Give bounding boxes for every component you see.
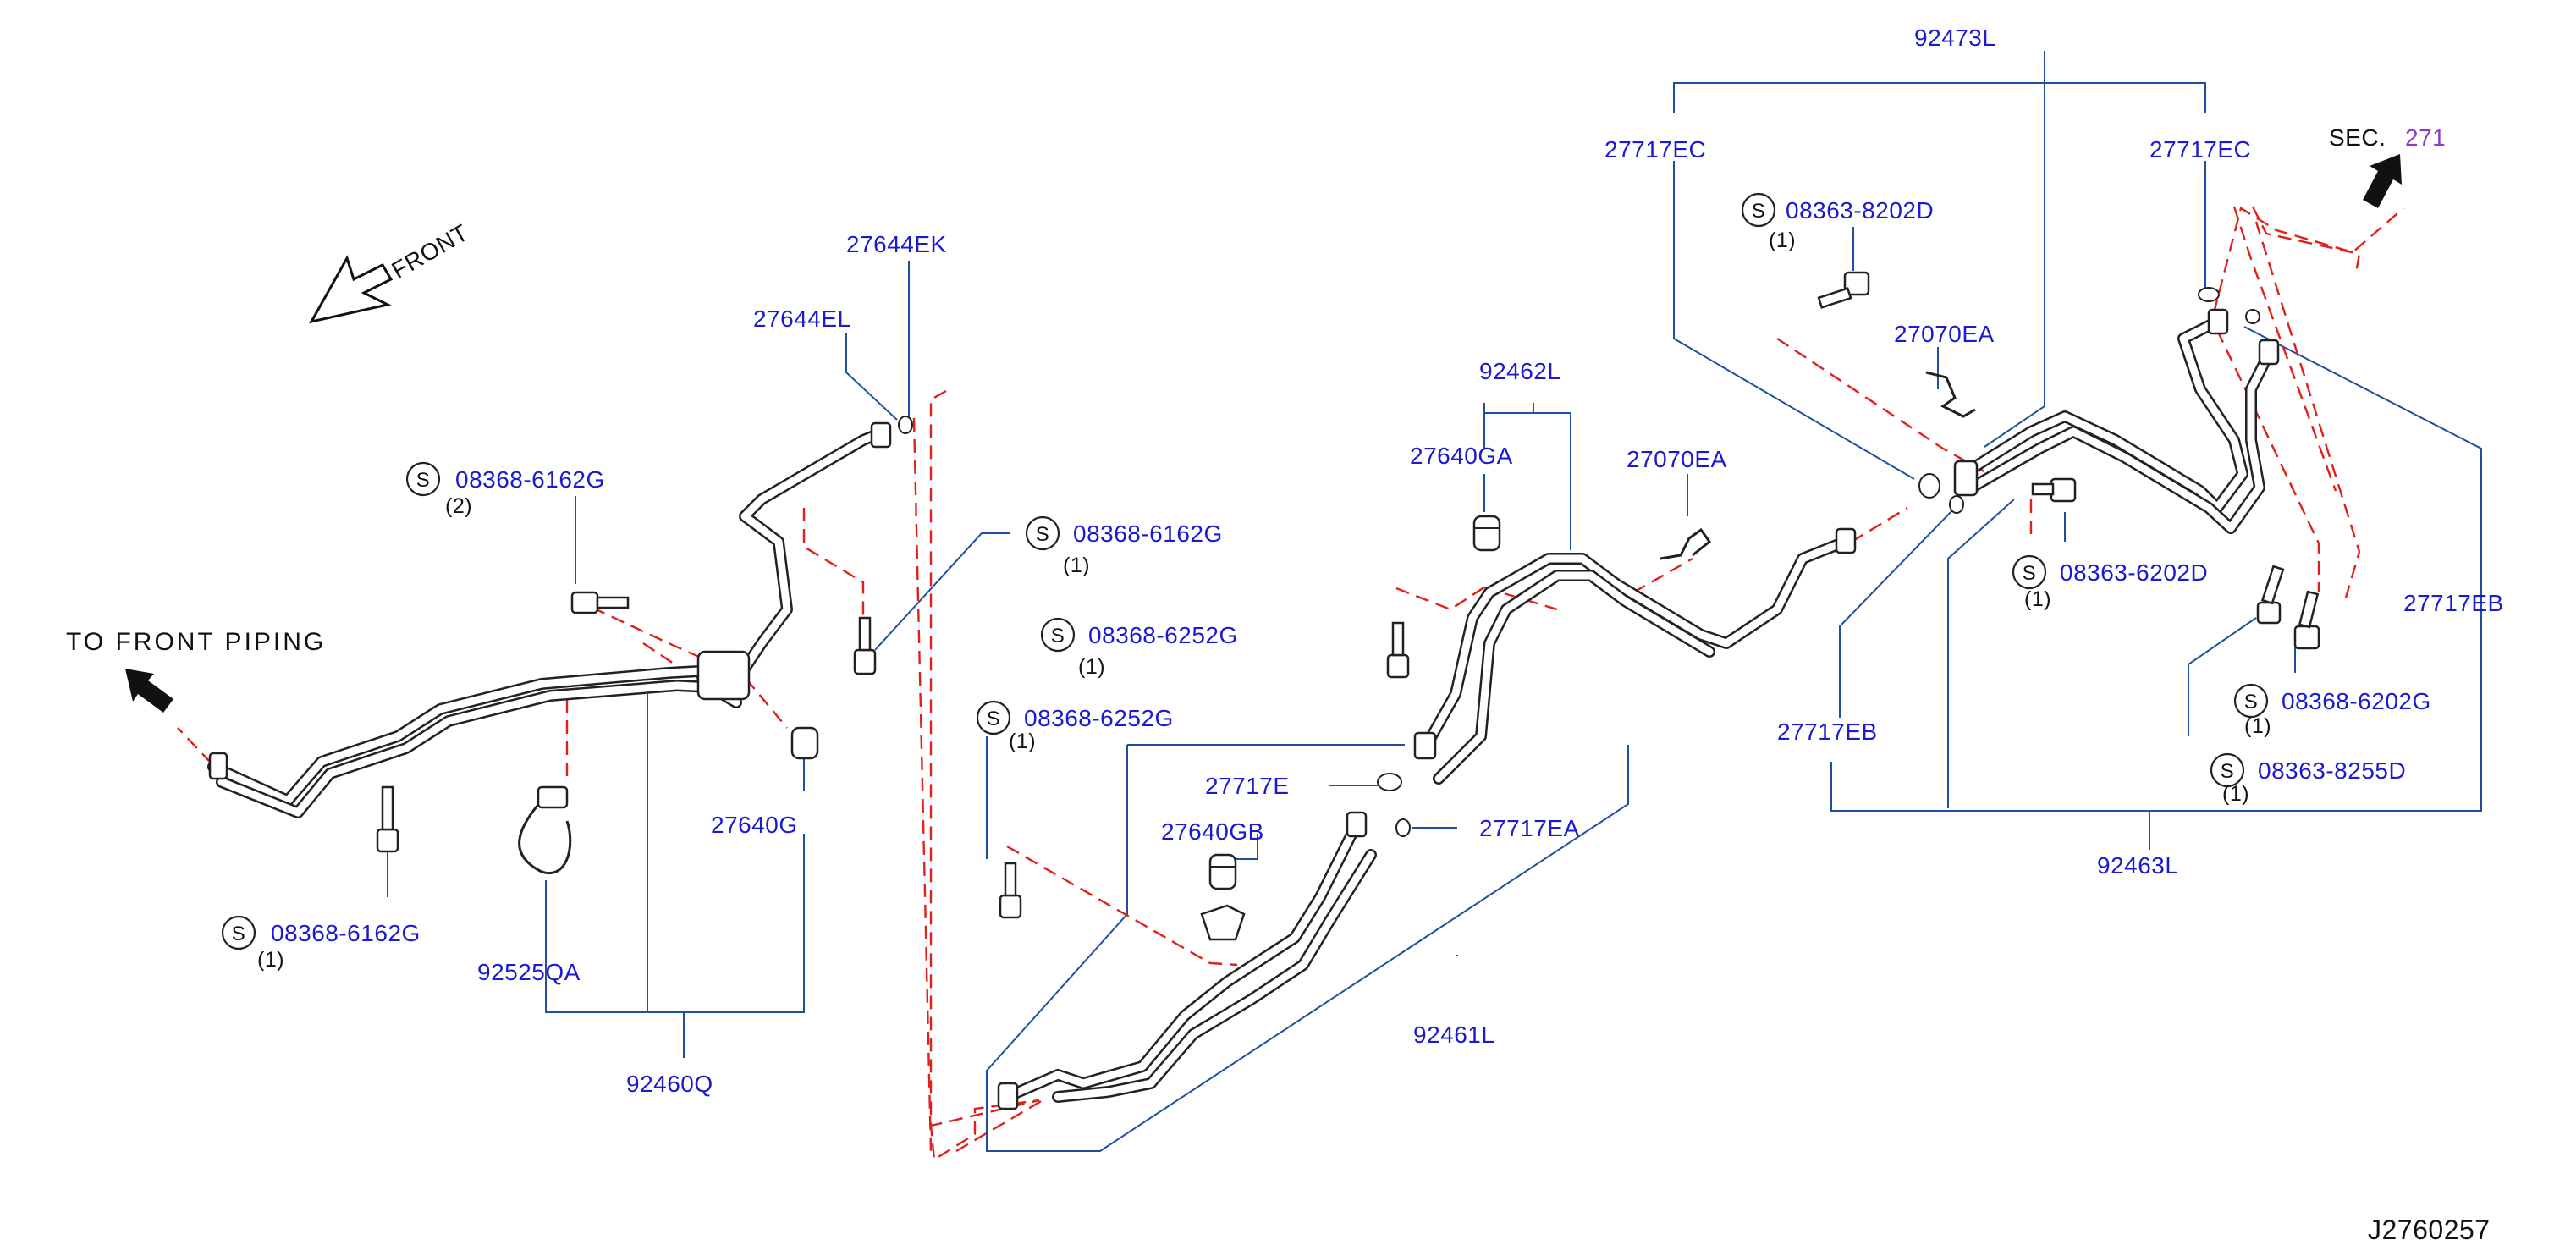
s-symbol: S (232, 923, 246, 945)
part-label[interactable]: 27717EC (1604, 136, 1706, 163)
fastener-label[interactable]: 08368-6252G (1024, 705, 1174, 731)
fastener-label[interactable]: 08363-6202D (2060, 559, 2208, 586)
s-symbol: S (987, 708, 1001, 730)
to-front-piping-label: TO FRONT PIPING (66, 628, 326, 656)
bolt-icon (1386, 621, 1410, 679)
pipe-assembly-92460q (207, 421, 892, 818)
fastener-label[interactable]: 08363-8255D (2258, 757, 2406, 784)
s-symbol: S (1051, 625, 1065, 647)
s-symbol: S (2244, 691, 2259, 713)
grommet-icon (1472, 515, 1501, 552)
bolt-icon (2256, 565, 2285, 625)
part-label[interactable]: 27640GB (1161, 818, 1264, 845)
sec-arrow-icon (2363, 154, 2402, 208)
grommet-icon (790, 726, 819, 760)
fastener-qty: (1) (1078, 655, 1105, 679)
s-symbol: S (1752, 200, 1766, 223)
fastener-qty: (1) (257, 948, 284, 972)
part-label[interactable]: 92461L (1413, 1022, 1494, 1048)
pipe-assembly-92463l (1953, 308, 2280, 534)
part-label[interactable]: 27717EB (1777, 719, 1878, 745)
fastener-label[interactable]: 08368-6162G (455, 466, 605, 493)
s-symbol: S (416, 469, 431, 492)
part-labels: 92473L 27717EC 27717EC 27644EK 27644EL 2… (477, 25, 2504, 1097)
o-ring-icon (1918, 473, 1940, 499)
part-label[interactable]: 27717E (1205, 773, 1290, 799)
bolt-icon (853, 616, 877, 675)
part-label[interactable]: 92525QA (477, 959, 581, 985)
pipe-assembly-92462l (1413, 527, 1857, 785)
sec-number: 271 (2405, 124, 2446, 151)
fastener-quantities: (1) (2) (1) (1) (1) (1) (1) (1) (1) (257, 229, 2271, 972)
front-label: FRONT (388, 219, 473, 284)
o-ring-icon (898, 416, 913, 434)
fastener-qty: (1) (1063, 554, 1090, 577)
pipe-clamp (696, 650, 751, 701)
s-symbol: S (1036, 523, 1050, 546)
bolt-icon (376, 785, 399, 853)
fastener-label[interactable]: 08368-6162G (271, 920, 421, 946)
band-clamp-icon (518, 785, 572, 875)
s-symbol: S (2023, 562, 2037, 585)
s-symbol: S (2221, 760, 2235, 783)
bolt-icon (570, 591, 630, 614)
bolt-icon (2293, 590, 2320, 650)
fastener-symbol-letters: S S S S S S S S S (232, 200, 2259, 945)
fastener-qty: (2) (445, 494, 472, 518)
part-label[interactable]: 27640G (711, 812, 798, 838)
sec-prefix: SEC. (2329, 124, 2386, 151)
fastener-label[interactable]: 08368-6252G (1088, 622, 1238, 648)
bolt-icon (1817, 271, 1870, 309)
part-label[interactable]: 27717EA (1479, 815, 1580, 841)
fastener-qty: (1) (1009, 730, 1036, 753)
assembly-dash-lines (177, 206, 2404, 1162)
part-label[interactable]: 27644EK (846, 231, 947, 257)
o-ring-icon (1949, 495, 1964, 514)
part-label[interactable]: 27717EB (2403, 590, 2504, 616)
part-label[interactable]: 92463L (2097, 852, 2178, 879)
clip-icon (1660, 527, 1712, 560)
part-label[interactable]: 92460Q (626, 1071, 713, 1097)
fastener-qty: (1) (2244, 714, 2271, 738)
fastener-qty: (1) (2222, 782, 2249, 806)
front-arrow-icon (309, 255, 394, 324)
to-front-arrow-icon (125, 669, 173, 713)
bolt-icon (2031, 477, 2077, 503)
bolt-icon (999, 862, 1022, 919)
o-ring-icon (1395, 818, 1411, 837)
o-ring-icon (1377, 773, 1402, 791)
part-label[interactable]: 92473L (1914, 25, 1995, 51)
fastener-label[interactable]: 08363-8202D (1786, 197, 1934, 223)
o-ring-icon (2198, 287, 2220, 302)
o-ring-icon (2245, 309, 2260, 324)
part-label[interactable]: 27070EA (1894, 321, 1995, 347)
clip-icon (1925, 371, 1976, 418)
leader-lines (387, 51, 2482, 1152)
part-label[interactable]: 27070EA (1627, 446, 1727, 472)
part-label[interactable]: 27640GA (1410, 443, 1513, 469)
fastener-qty: (1) (2024, 587, 2051, 611)
part-label[interactable]: 27644EL (753, 306, 851, 332)
part-label[interactable]: 92462L (1479, 358, 1560, 384)
fastener-qty: (1) (1769, 229, 1796, 252)
grommet-icon (1208, 853, 1237, 890)
part-label[interactable]: 27717EC (2149, 136, 2251, 163)
fastener-symbols (221, 192, 2269, 950)
pipe-assembly-92461l (997, 811, 1377, 1110)
fastener-label[interactable]: 08368-6162G (1073, 521, 1223, 547)
fastener-label[interactable]: 08368-6202G (2282, 688, 2431, 714)
fastener-labels: 08363-8202D 08368-6162G 08368-6162G 0836… (271, 197, 2431, 946)
diagram-id: J2760257 (2368, 1215, 2491, 1245)
